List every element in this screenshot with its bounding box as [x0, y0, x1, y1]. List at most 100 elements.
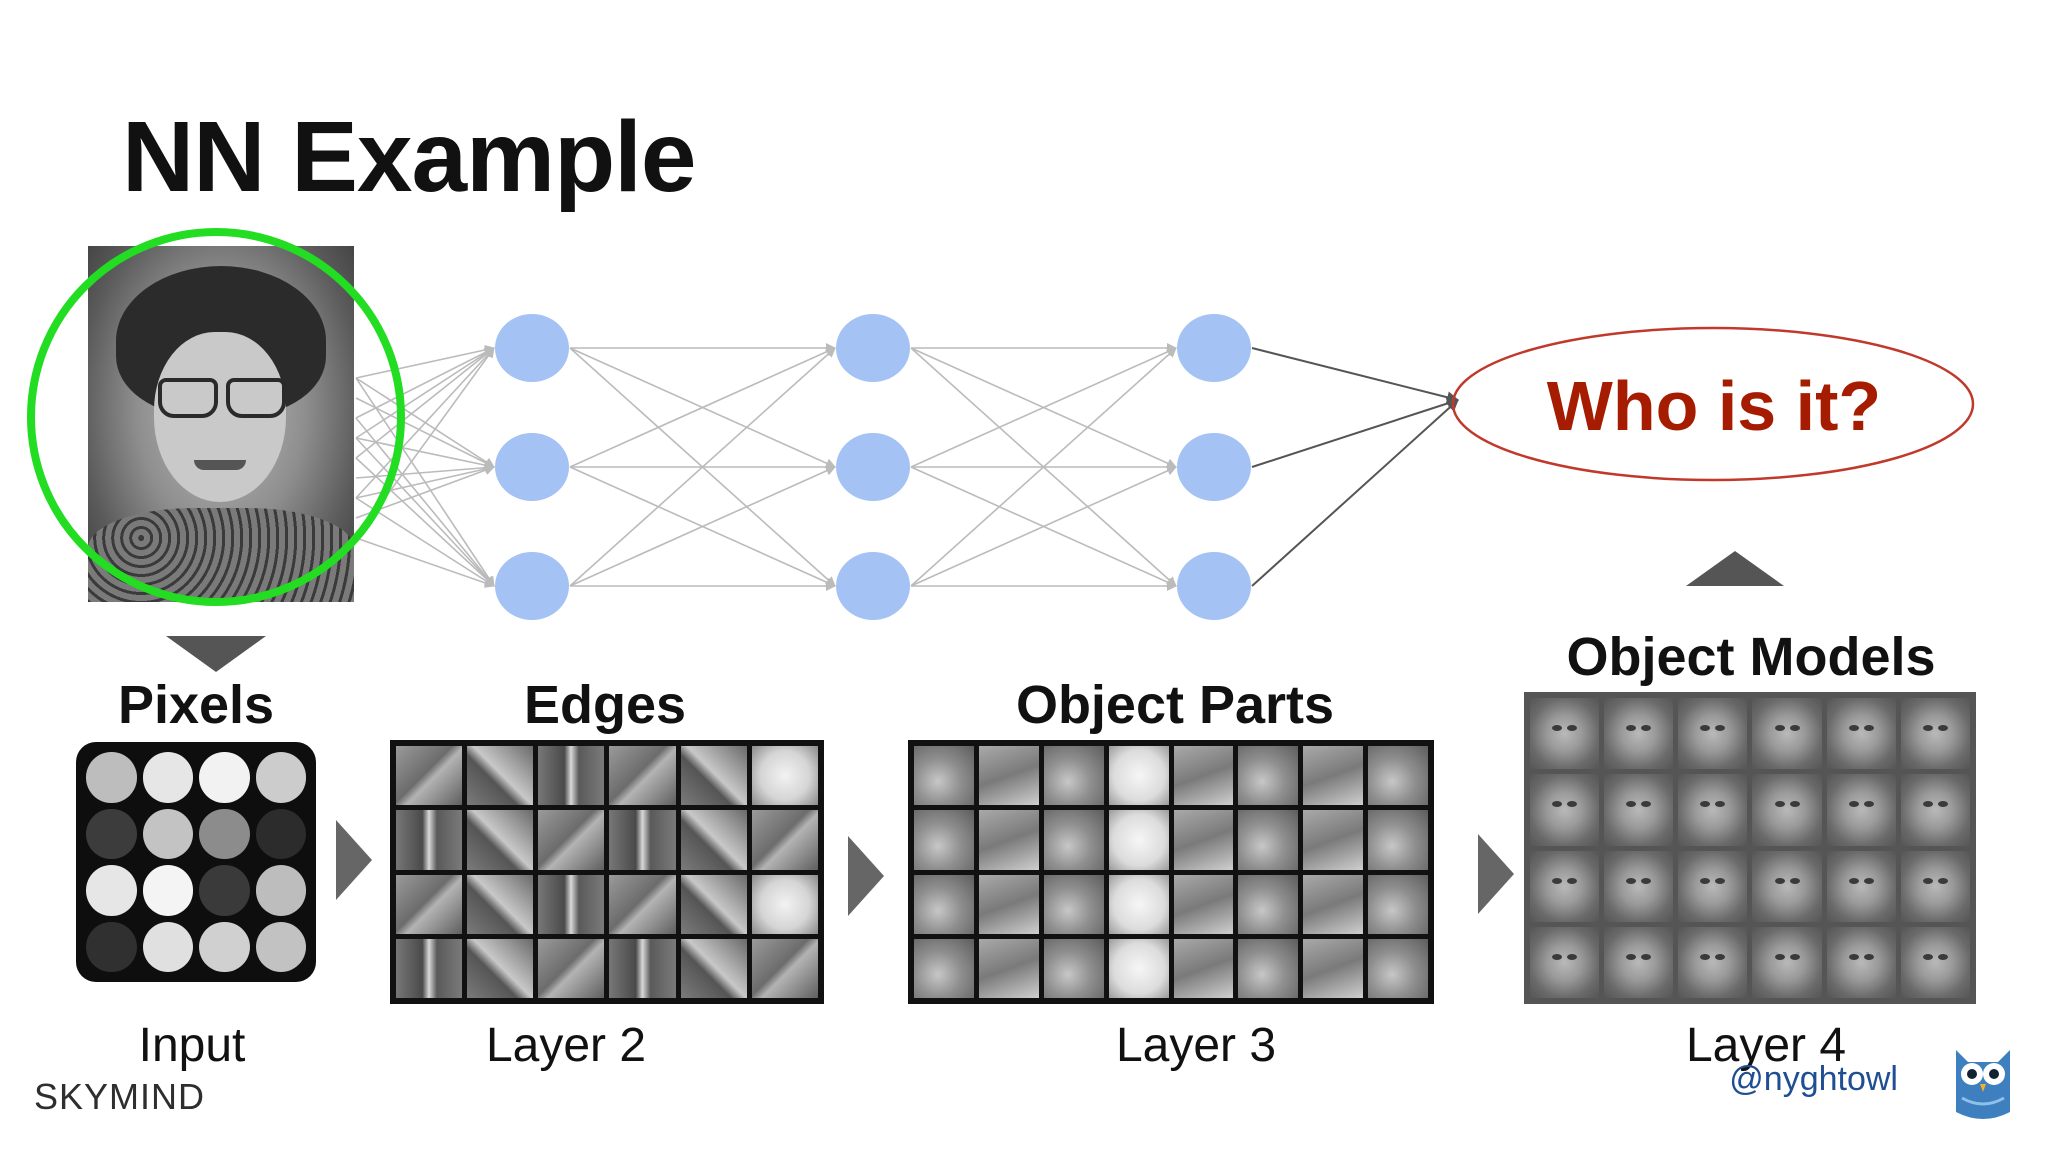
- pixel-cell: [142, 865, 193, 916]
- feature-tile: [396, 938, 463, 998]
- connection-edge: [355, 347, 495, 459]
- feature-tile: [1900, 926, 1970, 998]
- feature-tile: [467, 810, 534, 870]
- feature-tile: [1173, 874, 1234, 934]
- owl-icon: [1956, 1050, 2010, 1119]
- pixel-cell: [142, 921, 193, 972]
- pixel-cell: [86, 865, 137, 916]
- neuron-node: [1177, 552, 1251, 620]
- feature-tile: [751, 810, 818, 870]
- feature-tile: [914, 938, 974, 998]
- feature-tile: [978, 810, 1039, 870]
- feature-tile: [978, 746, 1039, 806]
- feature-tile: [1108, 874, 1169, 934]
- connection-edge: [569, 347, 836, 587]
- caption-layer-3: Layer 3: [1115, 1019, 1277, 1072]
- pixel-cell: [255, 921, 306, 972]
- connection-edge: [355, 347, 495, 419]
- neuron-node: [1177, 314, 1251, 382]
- feature-tile: [609, 810, 676, 870]
- feature-tile: [1530, 850, 1600, 922]
- feature-tile: [1238, 874, 1299, 934]
- feature-tile: [396, 810, 463, 870]
- feature-tile: [1043, 938, 1104, 998]
- pixel-cell: [255, 808, 306, 859]
- feature-tile: [1752, 774, 1822, 846]
- output-ellipse: [1451, 326, 1975, 482]
- neuron-node: [836, 433, 910, 501]
- feature-tile: [1826, 926, 1896, 998]
- feature-tile: [609, 938, 676, 998]
- caption-input: Input: [138, 1019, 246, 1072]
- feature-tile: [1678, 850, 1748, 922]
- connection-edge: [1251, 347, 1459, 404]
- feature-tile: [1900, 850, 1970, 922]
- feature-tile: [680, 810, 747, 870]
- pixel-cell: [199, 808, 250, 859]
- heading-object-parts: Object Parts: [1015, 675, 1335, 735]
- feature-tile: [1752, 698, 1822, 770]
- feature-tile: [1604, 698, 1674, 770]
- feature-tile: [1108, 746, 1169, 806]
- chevron-right-icon: [848, 836, 884, 916]
- object-parts-grid: [908, 740, 1434, 1004]
- feature-tile: [1303, 938, 1364, 998]
- feature-tile: [914, 810, 974, 870]
- feature-tile: [680, 938, 747, 998]
- feature-tile: [1678, 926, 1748, 998]
- pixel-grid: [76, 742, 316, 982]
- feature-tile: [1900, 698, 1970, 770]
- feature-tile: [680, 746, 747, 806]
- pixel-cell: [142, 808, 193, 859]
- feature-tile: [751, 874, 818, 934]
- feature-tile: [751, 746, 818, 806]
- feature-tile: [467, 746, 534, 806]
- chevron-right-icon: [336, 820, 372, 900]
- feature-tile: [1530, 926, 1600, 998]
- feature-tile: [467, 938, 534, 998]
- neuron-node: [495, 433, 569, 501]
- heading-edges: Edges: [523, 675, 687, 735]
- feature-tile: [1368, 938, 1428, 998]
- output-question: Who is it?: [1546, 367, 1882, 445]
- connection-edge: [910, 347, 1177, 587]
- feature-tile: [978, 938, 1039, 998]
- neuron-node: [836, 314, 910, 382]
- slide-title: NN Example: [122, 101, 697, 213]
- feature-tile: [1043, 746, 1104, 806]
- connection-edge: [355, 347, 495, 439]
- feature-tile: [1108, 810, 1169, 870]
- feature-tile: [1368, 810, 1428, 870]
- feature-tile: [1238, 938, 1299, 998]
- connection-edge: [910, 466, 1177, 587]
- pixel-cell: [86, 921, 137, 972]
- feature-tile: [751, 938, 818, 998]
- object-models-grid: [1524, 692, 1976, 1004]
- feature-tile: [1303, 874, 1364, 934]
- feature-tile: [1604, 774, 1674, 846]
- feature-tile: [1604, 850, 1674, 922]
- feature-tile: [1368, 874, 1428, 934]
- connection-edge: [910, 347, 1177, 468]
- feature-tile: [1043, 810, 1104, 870]
- feature-tile: [1752, 850, 1822, 922]
- feature-tile: [1752, 926, 1822, 998]
- pixel-cell: [199, 752, 250, 803]
- feature-tile: [1530, 698, 1600, 770]
- pixel-cell: [199, 865, 250, 916]
- feature-tile: [1530, 774, 1600, 846]
- feature-tile: [1678, 774, 1748, 846]
- feature-tile: [1238, 810, 1299, 870]
- pixel-cell: [142, 752, 193, 803]
- twitter-handle: @nyghtowl: [1729, 1060, 1898, 1098]
- neuron-node: [495, 314, 569, 382]
- connection-edge: [1251, 397, 1459, 468]
- feature-tile: [1043, 874, 1104, 934]
- connection-edge: [569, 347, 836, 468]
- chevron-right-icon: [1478, 834, 1514, 914]
- feature-tile: [680, 874, 747, 934]
- connection-edge: [355, 457, 495, 587]
- feature-tile: [1173, 746, 1234, 806]
- feature-tile: [467, 874, 534, 934]
